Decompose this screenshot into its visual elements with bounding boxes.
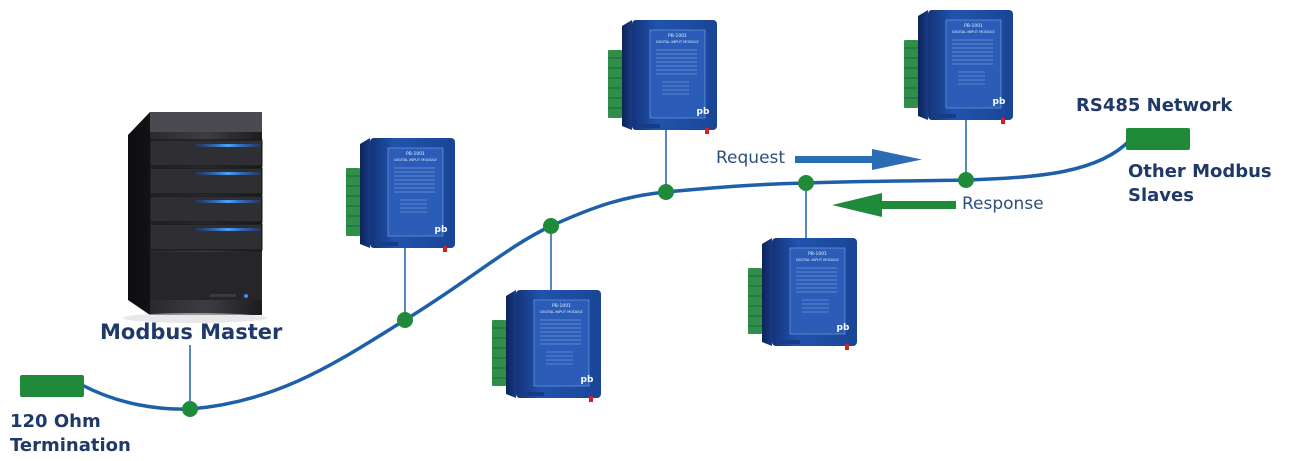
pb-logo-icon: pb bbox=[435, 225, 448, 235]
modbus-master-label: Modbus Master bbox=[100, 320, 283, 344]
terminal-block-icon bbox=[748, 268, 762, 334]
response-label: Response bbox=[962, 194, 1044, 214]
module-title-label: DIGITAL INPUT MODULE bbox=[394, 158, 437, 162]
termination-label-line1: 120 Ohm bbox=[10, 411, 101, 432]
modbus-master-server bbox=[123, 112, 267, 323]
network-nodes bbox=[182, 172, 974, 417]
termination-right bbox=[1126, 128, 1190, 150]
module-model-label: PB-1001 bbox=[552, 303, 571, 309]
terminal-block-icon bbox=[346, 168, 360, 236]
response-arrow bbox=[832, 193, 956, 217]
rs485-network-label: RS485 Network bbox=[1076, 95, 1233, 116]
module-model-label: PB-1001 bbox=[406, 151, 425, 157]
termination-label-line2: Termination bbox=[10, 435, 131, 456]
terminal-block-icon bbox=[904, 40, 918, 108]
led-icon bbox=[1001, 118, 1005, 124]
node-slave-2 bbox=[543, 218, 559, 234]
node-slave-3 bbox=[658, 184, 674, 200]
node-master bbox=[182, 401, 198, 417]
module-model-label: PB-1001 bbox=[668, 33, 687, 39]
node-slave-5 bbox=[958, 172, 974, 188]
module-title-label: DIGITAL INPUT MODULE bbox=[952, 30, 995, 34]
node-slave-1 bbox=[397, 312, 413, 328]
module-model-label: PB-1001 bbox=[808, 251, 827, 257]
module-title-label: DIGITAL INPUT MODULE bbox=[796, 258, 839, 262]
pb-logo-icon: pb bbox=[581, 375, 594, 385]
request-arrow bbox=[795, 149, 922, 170]
module-title-label: DIGITAL INPUT MODULE bbox=[656, 40, 699, 44]
terminal-block-icon bbox=[608, 50, 622, 118]
termination-left bbox=[20, 375, 84, 397]
request-label: Request bbox=[716, 148, 786, 168]
module-model-label: PB-1001 bbox=[964, 23, 983, 29]
node-slave-4 bbox=[798, 175, 814, 191]
led-icon bbox=[705, 128, 709, 134]
pb-logo-icon: pb bbox=[697, 107, 710, 117]
led-icon bbox=[589, 396, 593, 402]
other-slaves-label-line2: Slaves bbox=[1128, 185, 1194, 206]
terminal-block-icon bbox=[492, 320, 506, 386]
other-slaves-label-line1: Other Modbus bbox=[1128, 161, 1272, 182]
pb-logo-icon: pb bbox=[837, 323, 850, 333]
module-title-label: DIGITAL INPUT MODULE bbox=[540, 310, 583, 314]
led-icon bbox=[443, 246, 447, 252]
drop-lines bbox=[189, 120, 967, 408]
pb-logo-icon: pb bbox=[993, 97, 1006, 107]
led-icon bbox=[845, 344, 849, 350]
